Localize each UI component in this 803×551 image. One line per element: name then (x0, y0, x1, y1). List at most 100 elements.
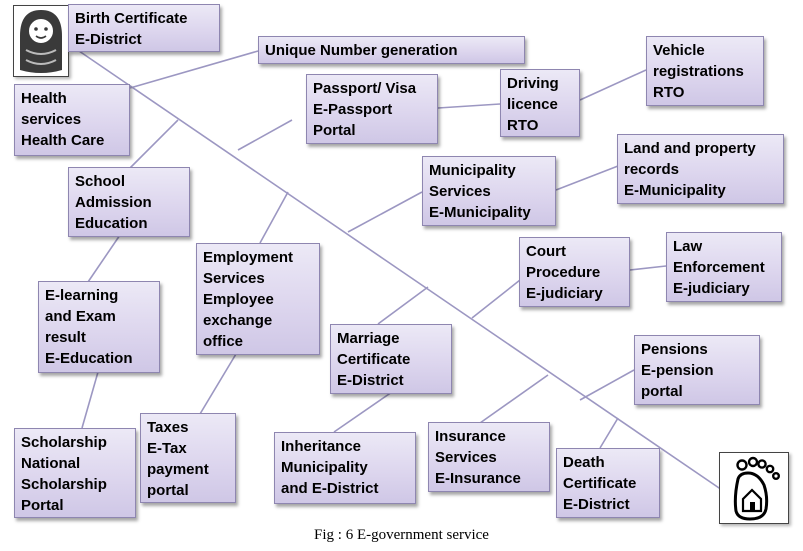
node-label-line: and Exam (45, 308, 116, 325)
node-label-line: result (45, 329, 86, 346)
node-label-line: Education (75, 215, 148, 232)
baby-icon (13, 5, 69, 77)
branch-court (471, 279, 521, 319)
node-label-line: E-District (337, 372, 404, 389)
birth-certificate-box: Birth Certificate E-District (68, 4, 220, 52)
node-label-line: Enforcement (673, 259, 765, 276)
branch-municipality (347, 191, 423, 233)
node-label-line: Passport/ Visa (313, 80, 417, 97)
node-label-line: E-learning (45, 287, 119, 304)
node-label-line: Certificate (337, 351, 411, 368)
node-label-line: National (21, 455, 81, 472)
node-label-line: Taxes (147, 419, 189, 436)
branch-passport-driving (437, 103, 501, 109)
node-label-line: Marriage (337, 330, 400, 347)
node-label-line: E-Insurance (435, 470, 521, 487)
node-label-line: and E-District (281, 480, 379, 497)
node-label-line: Birth Certificate (75, 10, 188, 27)
node-label-line: Insurance (435, 428, 506, 445)
branch-taxes (199, 353, 237, 415)
node-label-line: E-Tax (147, 440, 187, 457)
node-label-line: portal (147, 482, 189, 499)
node-label-line: payment (147, 461, 209, 478)
node-label-line: Services (429, 183, 491, 200)
branch-insurance (479, 374, 549, 424)
node-label-line: exchange (203, 312, 273, 329)
node-label-line: Employment (203, 249, 294, 266)
node-label-line: Procedure (526, 264, 601, 281)
unique-number-box: Unique Number generation (258, 36, 525, 64)
node-label-line: E-Education (45, 350, 133, 367)
node-label-line: Inheritance (281, 438, 362, 455)
branch-municipality-land (555, 165, 619, 191)
node-label-line: RTO (653, 84, 685, 101)
node-label-line: Vehicle (653, 42, 705, 59)
node-label-line: Health (21, 90, 67, 107)
branch-employment (259, 191, 289, 244)
branch-marriage (377, 286, 429, 325)
node-label-line: School (75, 173, 126, 190)
node-label-line: records (624, 161, 680, 178)
main-spine-line (59, 37, 723, 491)
node-label-line: Admission (75, 194, 152, 211)
node-label-line: RTO (507, 117, 539, 134)
node-label-line: E-judiciary (526, 285, 603, 302)
node-label-line: Employee (203, 291, 274, 308)
branch-death (599, 417, 619, 449)
node-label-line: Municipality (281, 459, 368, 476)
node-label-line: Pensions (641, 341, 708, 358)
node-label-line: Municipality (429, 162, 516, 179)
node-label-line: Land and property (624, 140, 756, 157)
node-label-line: Law (673, 238, 703, 255)
node-label-line: E-Passport (313, 101, 393, 118)
branch-inheritance (333, 391, 393, 433)
footprint-house-icon (719, 452, 789, 524)
node-label-line: Health Care (21, 132, 105, 149)
node-label-line: E-pension (641, 362, 714, 379)
node-label-line: services (21, 111, 82, 128)
node-label-line: Scholarship (21, 476, 107, 493)
node-label-line: licence (507, 96, 558, 113)
node-label-line: portal (641, 383, 683, 400)
branch-driving-vehicle (579, 69, 647, 101)
node-label-line: registrations (653, 63, 744, 80)
node-label-line: Certificate (563, 475, 637, 492)
node-label-line: Portal (313, 122, 356, 139)
node-label-line: Driving (507, 75, 559, 92)
node-label-line: E-judiciary (673, 280, 750, 297)
branch-elearning (87, 234, 121, 283)
node-label-line: Unique Number generation (265, 42, 458, 59)
branch-school (127, 119, 179, 171)
branch-pensions (579, 369, 635, 401)
branch-scholarship (81, 371, 99, 429)
node-label-line: Services (435, 449, 497, 466)
figure-caption: Fig : 6 E-government service (314, 527, 489, 543)
node-label-line: Scholarship (21, 434, 107, 451)
node-label-line: Death (563, 454, 605, 471)
node-label-line: E-District (75, 31, 142, 48)
node-label-line: E-Municipality (624, 182, 726, 199)
node-label-line: Services (203, 270, 265, 287)
branch-unique-health (129, 50, 259, 89)
node-label-line: E-District (563, 496, 630, 513)
node-label-line: office (203, 333, 244, 350)
branch-court-law (629, 265, 667, 271)
branch-passport (237, 119, 293, 151)
